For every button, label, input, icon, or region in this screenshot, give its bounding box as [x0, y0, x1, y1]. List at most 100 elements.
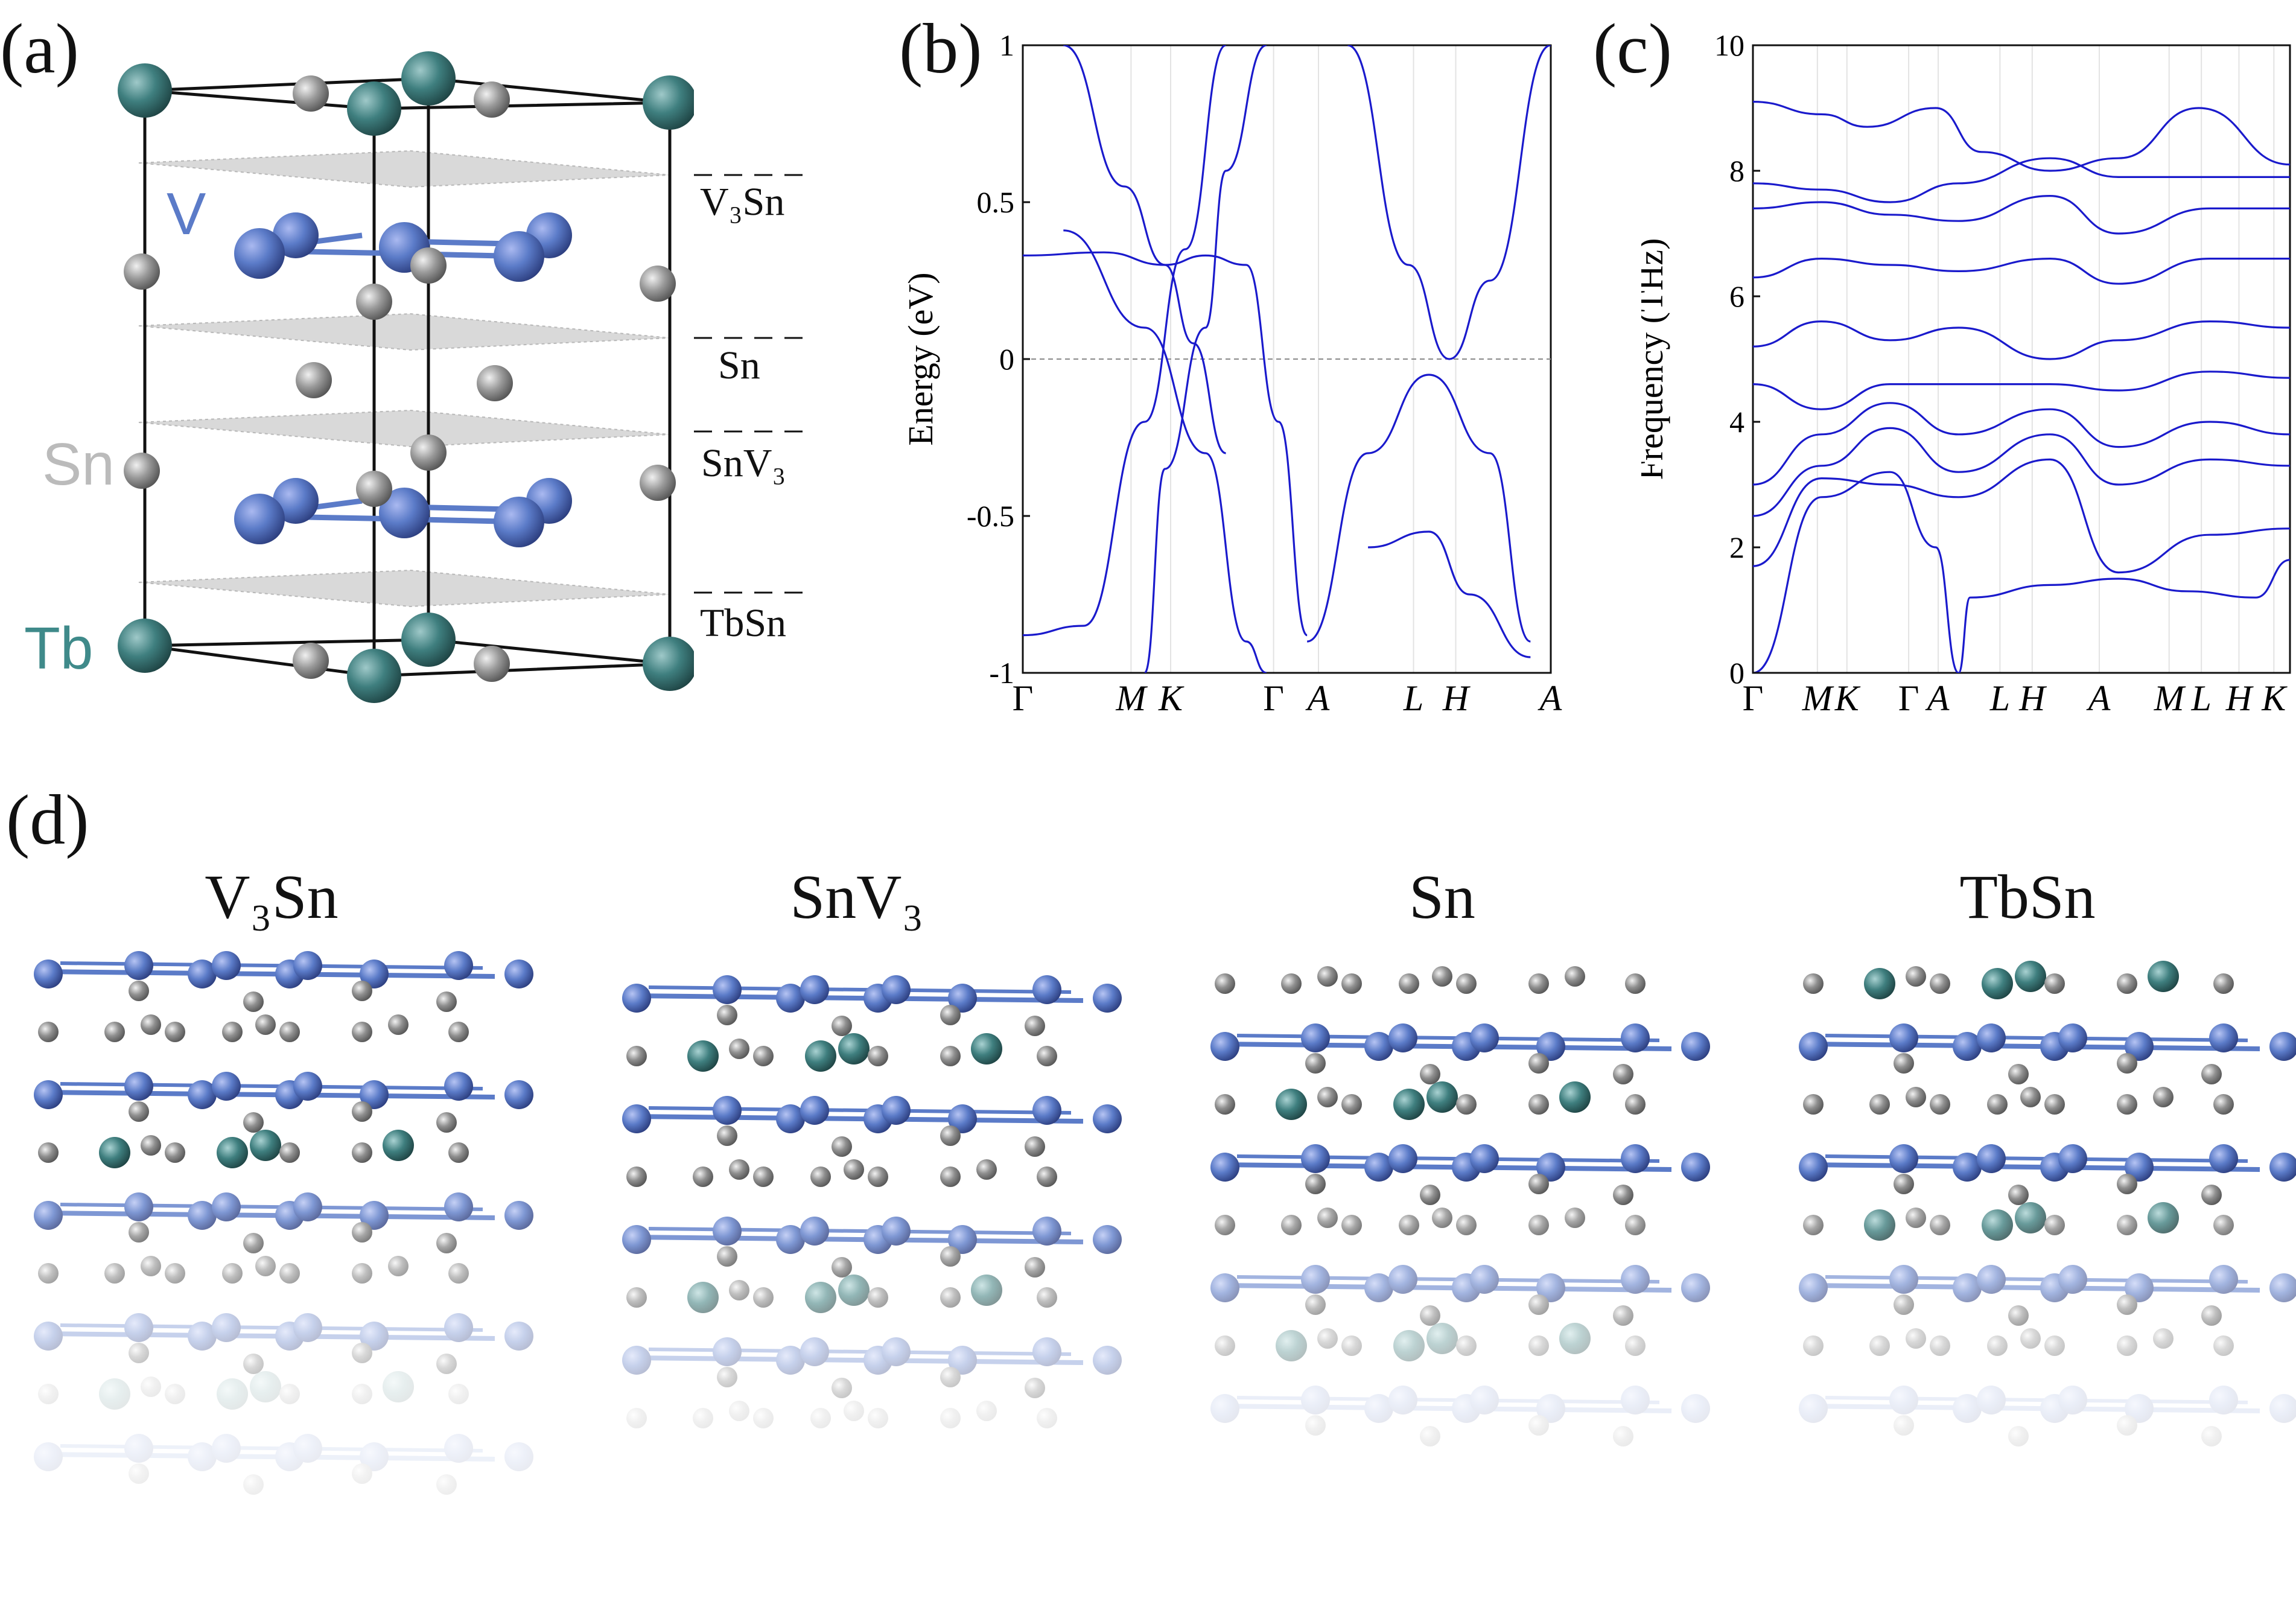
slab-3-row-1	[1799, 1023, 2296, 1084]
slab-title-sn: Sn	[1409, 862, 1475, 932]
slab-2-row-1	[1210, 1023, 1710, 1084]
phonon-chart-ylabel: Frequency (THz)	[1641, 238, 1670, 480]
slab-2-row-5	[1210, 1265, 1710, 1326]
panel-b-label: (b)	[899, 9, 982, 88]
phonon-chart-band-9	[1753, 101, 2290, 172]
slab-2-row-3	[1210, 1144, 1710, 1205]
band-chart-kpoint-label: Γ	[1263, 678, 1284, 718]
atom-label-v: V	[167, 180, 206, 247]
band-chart-band-0	[1023, 45, 1227, 637]
phonon-chart-band-0	[1753, 471, 2290, 673]
slab-3-row-3	[1799, 1144, 2296, 1205]
band-chart-kpoint-label: L	[1403, 678, 1423, 718]
phonon-chart-kpoint-label: Γ	[1898, 678, 1919, 718]
tb-atoms	[118, 51, 694, 703]
slab-structures	[34, 951, 2296, 1495]
phonon-chart-kpoint-label: M	[1802, 678, 1834, 718]
layer-plane-v3sn	[138, 150, 670, 188]
phonon-chart-kpoint-label: L	[2190, 678, 2211, 718]
band-chart-ylabel: Energy (eV)	[905, 272, 940, 445]
slab-3-row-0	[1803, 961, 2234, 999]
phonon-chart-axes-frame	[1752, 44, 2291, 674]
phonon-chart-band-2	[1753, 427, 2290, 517]
slab-3-row-5	[1799, 1265, 2296, 1326]
slab-2	[1210, 966, 1710, 1446]
slab-1-row-3	[626, 1159, 1057, 1187]
slab-3-row-7	[1799, 1386, 2296, 1446]
band-chart-kpoint-label: K	[1158, 678, 1185, 718]
slab-1-row-2	[622, 1096, 1122, 1157]
band-chart-band-3	[1063, 45, 1227, 454]
layer-label-sn: Sn	[718, 343, 760, 387]
band-chart-kpoint-label: A	[1538, 678, 1562, 718]
slab-2-row-0	[1215, 966, 1646, 994]
slab-0-row-1	[38, 1014, 469, 1042]
panel-c-label: (c)	[1593, 9, 1672, 88]
atom-label-tb: Tb	[24, 615, 94, 681]
band-chart-ytick-label: -1	[989, 656, 1014, 690]
slab-2-row-2	[1215, 1081, 1646, 1120]
phonon-chart-band-4	[1753, 371, 2290, 410]
slab-3-row-2	[1803, 1087, 2234, 1115]
slab-0-row-8	[34, 1434, 533, 1495]
sn-atoms	[124, 75, 676, 682]
phonon-chart-band-3	[1753, 402, 2290, 486]
slab-3	[1799, 961, 2296, 1446]
phonon-chart-band-7	[1753, 194, 2290, 235]
band-chart-kpoint-label: H	[1442, 678, 1471, 718]
v-atoms	[234, 212, 572, 547]
phonon-chart-kpoint-label: Γ	[1743, 678, 1764, 718]
band-chart-ytick-label: 1	[999, 28, 1014, 62]
slab-0-row-5	[38, 1256, 469, 1284]
phonon-chart-band-1	[1753, 458, 2290, 574]
panel-d-label: (d)	[6, 780, 89, 859]
band-chart-band-4	[1143, 45, 1267, 673]
slab-0-row-4	[34, 1192, 533, 1253]
phonon-chart-kpoint-label: A	[2086, 678, 2111, 718]
panel-a-label: (a)	[0, 9, 79, 88]
phonon-chart-kpoint-label: A	[1925, 678, 1950, 718]
phonon-chart-band-8	[1753, 157, 2290, 203]
slab-1-row-4	[622, 1217, 1122, 1278]
slab-title-v3sn: V₃Sn	[205, 862, 339, 932]
slab-0-row-2	[34, 1072, 533, 1133]
slab-0-row-0	[34, 951, 533, 1012]
layer-label-v3sn: V₃Sn	[700, 180, 785, 224]
phonon-chart-kpoint-label: H	[2225, 678, 2254, 718]
band-chart-ytick-label: 0	[999, 342, 1014, 376]
slab-1-row-1	[626, 1033, 1057, 1072]
slab-1	[622, 975, 1122, 1428]
crystal-structure-diagram	[118, 51, 694, 703]
slab-title-snv3: SnV₃	[790, 862, 924, 932]
band-chart-kpoint-label: Γ	[1013, 678, 1034, 718]
slab-title-tbsn: TbSn	[1959, 862, 2096, 932]
slab-1-row-7	[626, 1401, 1057, 1428]
phonon-chart-kpoint-label: M	[2154, 678, 2186, 718]
band-chart-band-2	[1063, 229, 1267, 673]
phonon-chart-ytick-label: 4	[1729, 405, 1744, 439]
band-chart-kpoint-label: A	[1305, 678, 1330, 718]
layer-label-tbsn: TbSn	[700, 601, 787, 645]
band-chart-band-1	[1023, 251, 1308, 637]
layer-plane-tbsn	[138, 569, 670, 608]
atom-label-sn: Sn	[42, 431, 115, 497]
phonon-chart-kpoint-label: K	[1834, 678, 1861, 718]
layer-plane-sn	[138, 313, 670, 351]
band-chart-band-5	[1306, 374, 1531, 643]
slab-2-row-7	[1210, 1386, 1710, 1446]
phonon-chart-ytick-label: 8	[1729, 154, 1744, 188]
band-chart-ytick-label: 0.5	[977, 185, 1015, 219]
phonon-chart-ytick-label: 2	[1729, 530, 1744, 564]
layer-plane-snv3	[138, 409, 670, 448]
band-chart-band-7	[1368, 530, 1531, 658]
slab-1-row-5	[626, 1275, 1057, 1313]
slab-1-row-6	[622, 1337, 1122, 1398]
band-chart-band-6	[1347, 45, 1551, 360]
slab-0-row-6	[34, 1313, 533, 1374]
phonon-chart-ytick-label: 0	[1729, 656, 1744, 690]
band-chart-kpoint-label: M	[1115, 678, 1148, 718]
slab-3-row-4	[1803, 1202, 2234, 1241]
slab-2-row-6	[1215, 1323, 1646, 1361]
